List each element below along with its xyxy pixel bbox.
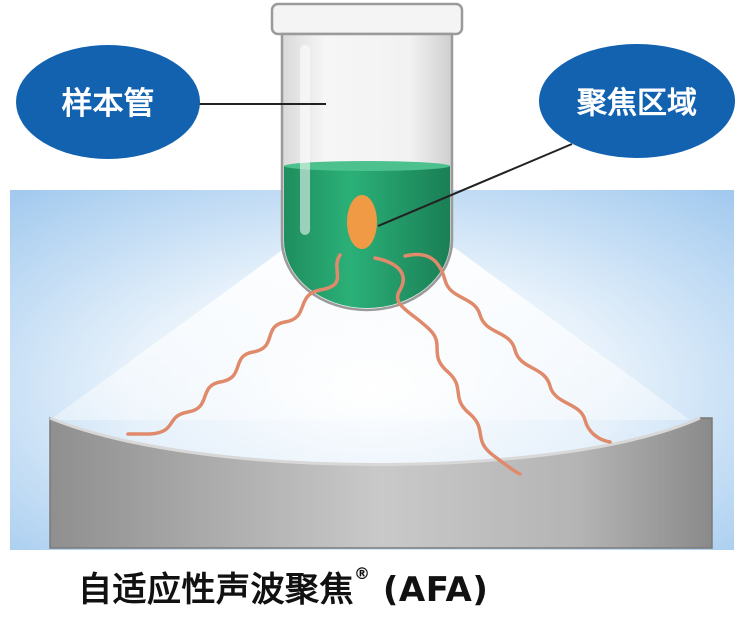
callout-focal-zone-label: 聚焦区域: [576, 86, 697, 121]
sample-tube: [270, 2, 464, 312]
focal-zone-ellipse: [347, 195, 377, 249]
caption-text: 自适应性声波聚焦: [78, 570, 354, 610]
callout-tube: 样本管: [16, 45, 200, 159]
acoustic-wave-middle: [373, 256, 522, 476]
dish-surface: [49, 416, 701, 466]
callout-tube-label: 样本管: [62, 86, 155, 122]
callout-focal-zone: 聚焦区域: [539, 44, 735, 158]
acoustic-beam: [50, 248, 690, 420]
acoustic-wave-right: [403, 252, 612, 444]
caption: 自适应性声波聚焦® (AFA): [78, 562, 718, 611]
acoustic-waves: [126, 252, 612, 476]
focal-leader-line: [377, 143, 573, 227]
acoustic-wave-left: [126, 253, 342, 436]
caption-suffix: (AFA): [370, 570, 489, 610]
registered-mark: ®: [354, 564, 371, 583]
